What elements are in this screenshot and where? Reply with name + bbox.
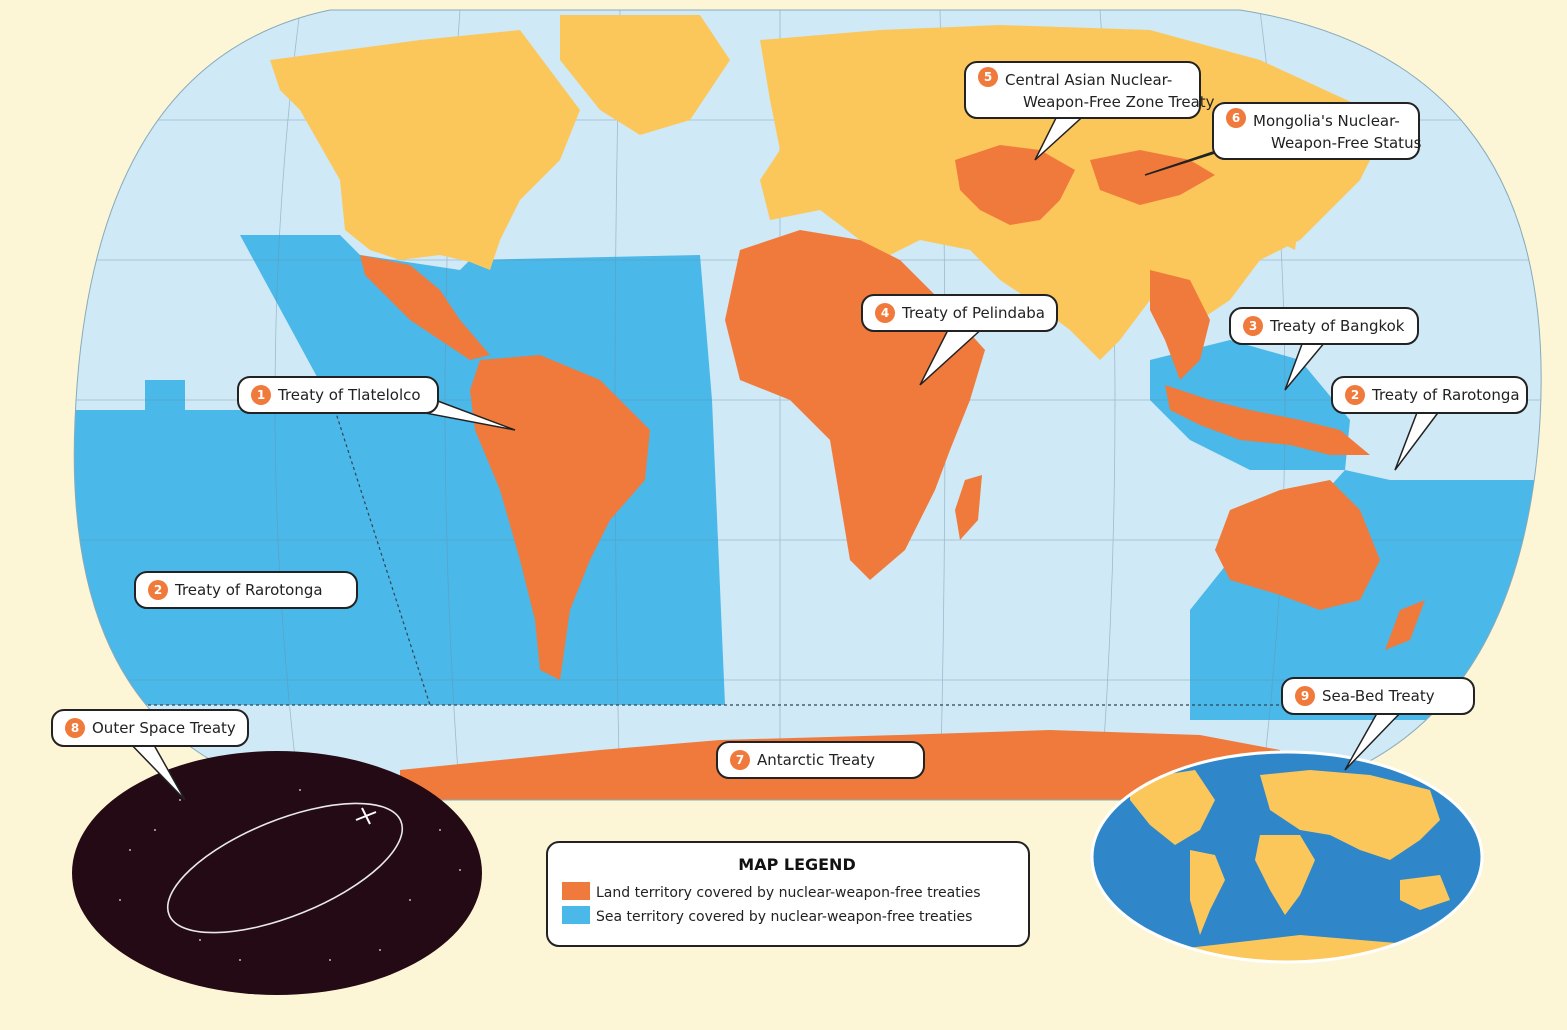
- callout-number: 2: [154, 583, 162, 597]
- callout-rarotonga-west: 2 Treaty of Rarotonga: [134, 571, 358, 609]
- australia-landmass: [1215, 480, 1380, 610]
- callout-label: Treaty of Pelindaba: [901, 304, 1045, 322]
- central-asia-landmass: [955, 145, 1075, 225]
- callout-number: 4: [881, 306, 889, 320]
- legend-box: [546, 841, 1030, 947]
- callout-number-badge: [978, 67, 998, 87]
- north-america-landmass: [270, 30, 580, 270]
- callout-label: Treaty of Tlatelolco: [277, 386, 421, 404]
- callout-label: Treaty of Rarotonga: [1371, 386, 1520, 404]
- callout-label: Treaty of Rarotonga: [174, 581, 323, 599]
- callout-box: [861, 294, 1058, 332]
- callout-label: Sea-Bed Treaty: [1322, 687, 1435, 705]
- callout-number: 8: [71, 721, 79, 735]
- callout-box: [1331, 376, 1528, 414]
- callout-number: 3: [1249, 319, 1257, 333]
- callout-number: 2: [1351, 388, 1359, 402]
- mini-north-america: [1130, 770, 1215, 845]
- mini-europe-asia: [1260, 770, 1440, 860]
- callout-antarctic: 7 Antarctic Treaty: [716, 741, 925, 779]
- callout-number-badge: [1345, 385, 1365, 405]
- callout-box: [964, 61, 1201, 119]
- callout-label: Treaty of Bangkok: [1269, 317, 1405, 335]
- callout-number-badge: [251, 385, 271, 405]
- mini-world-land: [1130, 770, 1450, 962]
- callout-pointers: [123, 109, 1442, 801]
- japan-landmass: [1275, 200, 1300, 250]
- callout-label: Weapon-Free Status: [1271, 134, 1422, 152]
- callout-label: Mongolia's Nuclear-: [1253, 112, 1400, 130]
- callout-number: 7: [736, 753, 744, 767]
- satellite-orbit: [166, 802, 404, 934]
- callout-number: 1: [257, 388, 265, 402]
- callout-mongolia: 6 Mongolia's Nuclear- Weapon-Free Status: [1212, 102, 1422, 160]
- star-field: [119, 789, 461, 961]
- callout-box: [716, 741, 925, 779]
- callout-number: 5: [984, 70, 992, 84]
- sea-bed-inset: [1090, 750, 1484, 964]
- greenland-landmass: [560, 15, 730, 135]
- callout-rarotonga-east: 2 Treaty of Rarotonga: [1331, 376, 1528, 414]
- callout-box: [134, 571, 358, 609]
- callout-pelindaba: 4 Treaty of Pelindaba: [861, 294, 1058, 332]
- outer-space-background: [72, 751, 482, 995]
- callout-number-badge: [730, 750, 750, 770]
- callout-outer-space: 8 Outer Space Treaty: [51, 709, 249, 747]
- southeast-asia-landmass: [1150, 270, 1210, 380]
- mini-africa: [1255, 835, 1315, 915]
- callout-number-badge: [1295, 686, 1315, 706]
- legend-label-land: Land territory covered by nuclear-weapon…: [596, 885, 981, 901]
- mini-australia: [1400, 875, 1450, 910]
- south-america-landmass: [470, 355, 650, 680]
- callout-number-badge: [1243, 316, 1263, 336]
- callout-box: [1212, 102, 1420, 160]
- callout-box: [1229, 307, 1419, 345]
- callout-tlatelolco: 1 Treaty of Tlatelolco: [237, 376, 439, 414]
- callout-box: [51, 709, 249, 747]
- callout-number-badge: [65, 718, 85, 738]
- callout-central-asian: 5 Central Asian Nuclear- Weapon-Free Zone …: [964, 61, 1215, 119]
- callout-label: Central Asian Nuclear-: [1005, 71, 1172, 89]
- mongolia-landmass: [1090, 150, 1215, 205]
- treaty-boundary-line: [334, 409, 431, 706]
- legend-swatch-land: [562, 882, 590, 900]
- callout-number-badge: [1226, 108, 1246, 128]
- callout-number: 9: [1301, 689, 1309, 703]
- callout-bangkok: 3 Treaty of Bangkok: [1229, 307, 1419, 345]
- legend-title: MAP LEGEND: [738, 855, 855, 874]
- indonesia-landmass: [1165, 385, 1370, 455]
- callout-label: Outer Space Treaty: [92, 719, 236, 737]
- callout-label: Antarctic Treaty: [757, 751, 875, 769]
- callout-box: [1281, 677, 1475, 715]
- mexico-central-america-landmass: [360, 255, 490, 360]
- satellite-icon: [355, 807, 377, 825]
- madagascar-landmass: [955, 475, 982, 540]
- callout-number-badge: [875, 303, 895, 323]
- callout-number-badge: [148, 580, 168, 600]
- outer-space-inset: [72, 751, 482, 995]
- mini-south-america: [1190, 850, 1225, 935]
- mini-world-border: [1090, 750, 1484, 964]
- callout-box: [237, 376, 439, 414]
- callout-label: Weapon-Free Zone Treaty: [1023, 93, 1215, 111]
- callout-sea-bed: 9 Sea-Bed Treaty: [1281, 677, 1475, 715]
- map-legend: MAP LEGEND Land territory covered by nuc…: [546, 841, 1030, 947]
- new-zealand-landmass: [1385, 600, 1425, 650]
- callout-number: 6: [1232, 111, 1240, 125]
- legend-swatch-sea: [562, 906, 590, 924]
- legend-label-sea: Sea territory covered by nuclear-weapon-…: [596, 909, 972, 925]
